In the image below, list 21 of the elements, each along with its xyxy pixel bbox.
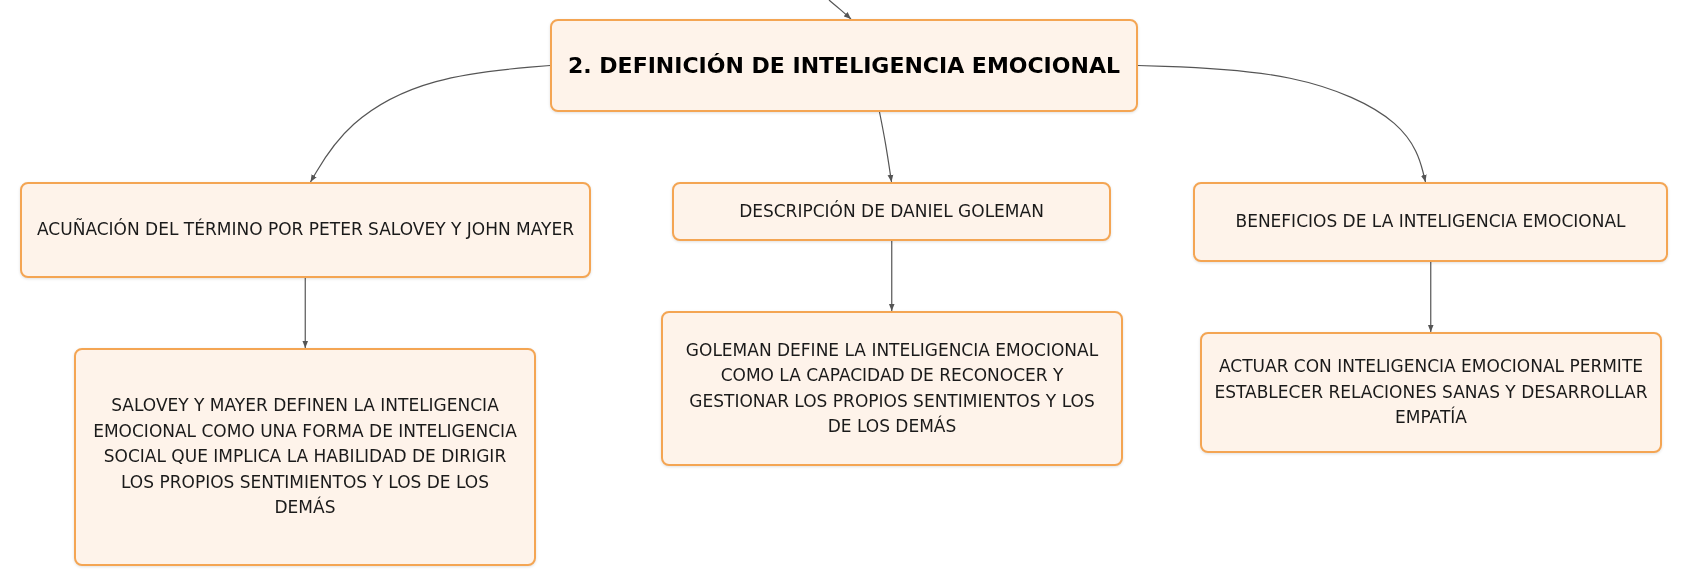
arrow [1427,261,1434,333]
node-text: 2. DEFINICIÓN DE INTELIGENCIA EMOCIONAL [568,52,1120,80]
concept-box [74,348,536,566]
arrow [302,277,309,349]
arrow [828,0,852,20]
title-box [550,19,1138,112]
node-text: DESCRIPCIÓN DE DANIEL GOLEMAN [739,199,1044,223]
concept-box [20,182,591,278]
concept-box [661,311,1123,466]
arrow [888,240,895,312]
arrow [878,111,894,183]
node-text: ACUÑACIÓN DEL TÉRMINO POR PETER SALOVEY Y JOHN MAYER [37,217,574,242]
arrow [309,64,551,183]
concept-box [672,182,1111,241]
arrow [1137,64,1427,183]
concept-box [1193,182,1668,262]
node-text: GOLEMAN DEFINE LA INTELIGENCIA EMOCIONAL COMO LA CAPACIDAD DE RECONOCER Y GESTIONAR LOS PROPIOS SENTIMIENTOS Y LOS DE LOS DEMÁS [684,338,1100,438]
node-text: SALOVEY Y MAYER DEFINEN LA INTELIGENCIA EMOCIONAL COMO UNA FORMA DE INTELIGENCIA SOCIAL QUE IMPLICA LA HABILIDAD DE DIRIGIR LOS PROPIOS SENTIMIENTOS Y LOS DE LOS DEMÁS [92,394,518,520]
concept-box [1200,332,1662,453]
node-text: BENEFICIOS DE LA INTELIGENCIA EMOCIONAL [1235,210,1626,234]
node-text: ACTUAR CON INTELIGENCIA EMOCIONAL PERMITE ESTABLECER RELACIONES SANAS Y DESARROLLAR EMPATÍA [1214,355,1648,430]
